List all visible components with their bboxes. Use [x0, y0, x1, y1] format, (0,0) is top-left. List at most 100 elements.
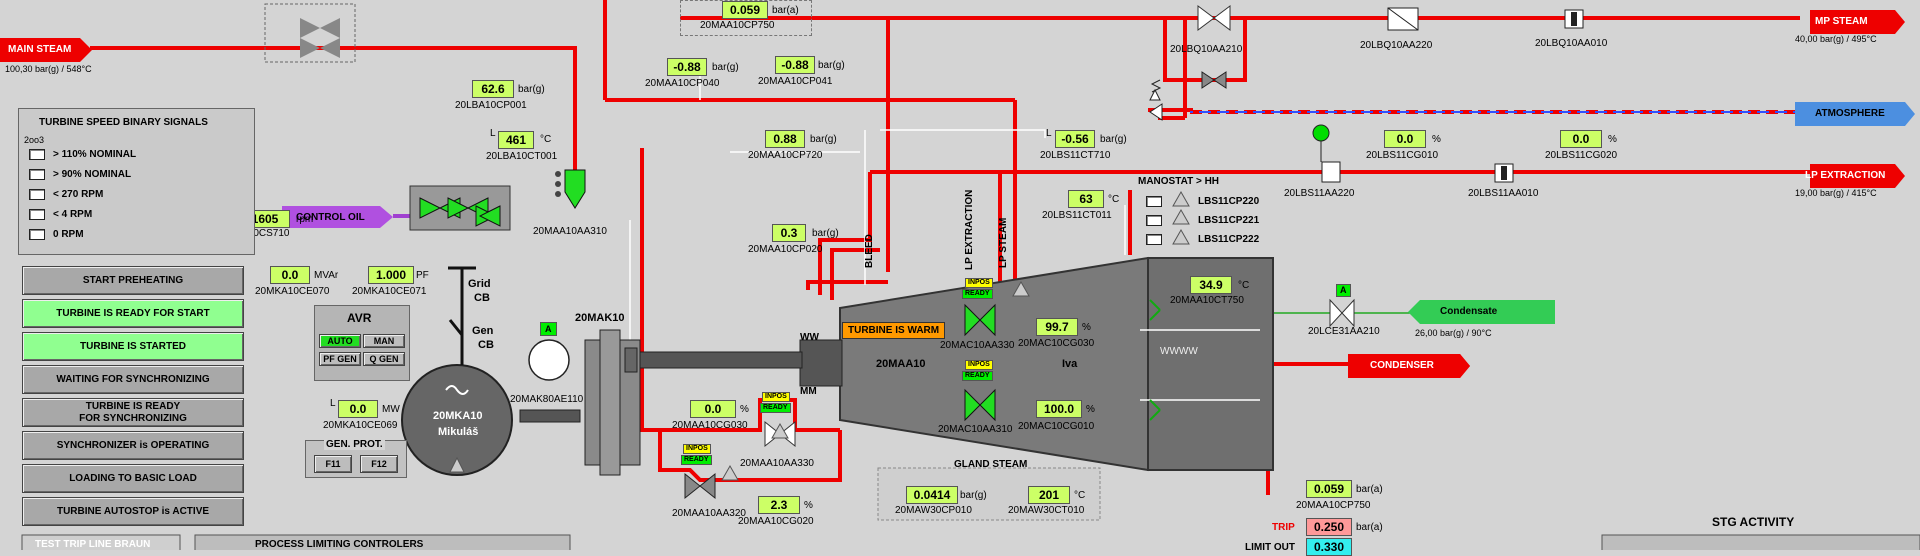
valve-20LBS11AA010[interactable]: 20LBS11AA010	[1468, 188, 1539, 199]
grid-cb-label: Grid	[468, 278, 491, 290]
stg-activity-title: STG ACTIVITY	[1712, 515, 1795, 529]
turbine-ready-synchronizing-button[interactable]: TURBINE IS READY FOR SYNCHRONIZING	[22, 398, 244, 427]
avr-pf-gen-button[interactable]: PF GEN	[319, 352, 361, 366]
lp-steam-vertical-label: LP STEAM	[998, 217, 1009, 268]
avr-q-gen-button[interactable]: Q GEN	[363, 352, 405, 366]
tag-20MAC10CG010: 20MAC10CG010	[1018, 421, 1095, 432]
inpos-badge: INPOS	[762, 392, 790, 402]
turbine-ready-for-start-button[interactable]: TURBINE IS READY FOR START	[22, 299, 244, 328]
value-20MAA10CP750-top: 0.059	[722, 1, 768, 19]
value-20LBS11CT011: 63	[1068, 190, 1104, 208]
value-20MAC10CG010: 100.0	[1036, 400, 1082, 418]
start-preheating-button[interactable]: START PREHEATING	[22, 266, 244, 295]
value-20MKA10CE070: 0.0	[270, 266, 310, 284]
speed-panel-title: TURBINE SPEED BINARY SIGNALS	[39, 117, 208, 128]
turbine-started-button[interactable]: TURBINE IS STARTED	[22, 332, 244, 361]
f12-button[interactable]: F12	[360, 455, 398, 473]
ready-badge: READY	[681, 455, 712, 465]
tag-20MAK80AE110: 20MAK80AE110	[510, 394, 584, 405]
gen-prot-title: GEN. PROT.	[324, 439, 385, 450]
tag-20MAA10CP020: 20MAA10CP020	[748, 244, 823, 255]
generator-tag: 20MKA10	[433, 410, 483, 422]
tag-20LBS11CT011: 20LBS11CT011	[1042, 210, 1112, 221]
f11-button[interactable]: F11	[314, 455, 352, 473]
value-20MAA10CP720: 0.88	[765, 130, 805, 148]
turbine-autostop-button[interactable]: TURBINE AUTOSTOP is ACTIVE	[22, 497, 244, 526]
speed-signal-indicator	[29, 189, 45, 200]
bleed-label: BLEED	[864, 234, 875, 268]
speed-binary-signals-panel: TURBINE SPEED BINARY SIGNALS 2oo3 > 110%…	[18, 108, 255, 255]
tag-20LBA10CT001: 20LBA10CT001	[486, 151, 558, 162]
generator-name: Mikuláš	[438, 426, 479, 438]
tag-20MAA10CP720: 20MAA10CP720	[748, 150, 823, 161]
tag-20MAA10CP750-top: 20MAA10CP750	[700, 20, 775, 31]
tag-20LBA10CP001: 20LBA10CP001	[455, 100, 527, 111]
condensate-label: Condensate	[1440, 306, 1498, 317]
manostat-indicator	[1146, 196, 1162, 207]
lp-extraction-conditions: 19,00 bar(g) / 415°C	[1795, 188, 1877, 198]
avr-man-button[interactable]: MAN	[363, 334, 405, 348]
speed-signal-indicator	[29, 169, 45, 180]
value-20MKA10CE069: 0.0	[338, 400, 378, 418]
ready-badge: READY	[962, 371, 993, 381]
inpos-badge: INPOS	[683, 444, 711, 454]
waiting-synchronizing-button[interactable]: WAITING FOR SYNCHRONIZING	[22, 365, 244, 394]
value-20MKA10CE071: 1.000	[368, 266, 414, 284]
value-20MAC10CG030: 99.7	[1036, 318, 1078, 336]
speed-signal-indicator	[29, 229, 45, 240]
tag-20MAW30CP010: 20MAW30CP010	[895, 505, 972, 516]
turbine-warm-indicator: TURBINE IS WARM	[842, 322, 946, 339]
gearbox-tag: 20MAK10	[575, 312, 625, 324]
tag-20MKA10CE069: 20MKA10CE069	[323, 420, 398, 431]
tag-20MAA10CG020: 20MAA10CG020	[738, 516, 814, 527]
test-trip-line-button[interactable]: TEST TRIP LINE BRAUN	[35, 539, 151, 550]
trip-label: TRIP	[1272, 522, 1295, 533]
gen-cb-label: Gen	[472, 325, 494, 337]
valve-20MAC10AA310[interactable]: 20MAC10AA310	[938, 424, 1013, 435]
value-20MAW30CT010: 201	[1028, 486, 1070, 504]
condensate-conditions: 26,00 bar(g) / 90°C	[1415, 328, 1492, 338]
valve-20LBQ10AA220[interactable]: 20LBQ10AA220	[1360, 40, 1433, 51]
value-20LBA10CP001: 62.6	[472, 80, 514, 98]
value-20LBS11CG020: 0.0	[1560, 130, 1602, 148]
lp-extraction-vertical-label: LP EXTRACTION	[964, 189, 975, 270]
tag-20LBS11CG020: 20LBS11CG020	[1545, 150, 1618, 161]
mp-steam-conditions: 40,00 bar(g) / 495°C	[1795, 34, 1877, 44]
value-20MAA10CG020: 2.3	[758, 496, 800, 514]
tag-20LBS11CT710: 20LBS11CT710	[1040, 150, 1111, 161]
avr-auto-button[interactable]: AUTO	[319, 334, 361, 348]
atmosphere-label: ATMOSPHERE	[1815, 108, 1885, 119]
tag-20MAC10CG030: 20MAC10CG030	[1018, 338, 1095, 349]
ready-badge: READY	[962, 289, 993, 299]
control-oil-label: CONTROL OIL	[296, 212, 365, 223]
main-steam-conditions: 100,30 bar(g) / 548°C	[5, 64, 92, 74]
valve-20LBQ10AA210[interactable]: 20LBQ10AA210	[1170, 44, 1243, 55]
valve-20LBS11AA220[interactable]: 20LBS11AA220	[1284, 188, 1355, 199]
loading-basic-load-button[interactable]: LOADING TO BASIC LOAD	[22, 464, 244, 493]
valve-20LCE31AA210[interactable]: 20LCE31AA210	[1308, 326, 1380, 337]
valve-20MAA10AA320[interactable]: 20MAA10AA320	[672, 508, 746, 519]
tag-20MAA10CP040: 20MAA10CP040	[645, 78, 720, 89]
valve-20MAA10AA310[interactable]: 20MAA10AA310	[533, 226, 607, 237]
value-20MAA10CP040: -0.88	[667, 58, 707, 76]
valve-20MAC10AA330[interactable]: 20MAC10AA330	[940, 340, 1015, 351]
speed-signal-indicator	[29, 149, 45, 160]
value-20MAA10CG030: 0.0	[690, 400, 736, 418]
trip-value: 0.250	[1306, 518, 1352, 536]
value-20MAW30CP010: 0.0414	[906, 486, 958, 504]
value-20MAA10CT750: 34.9	[1190, 276, 1232, 294]
avr-title: AVR	[347, 311, 372, 325]
valve-20MAA10AA330[interactable]: 20MAA10AA330	[740, 458, 814, 469]
gen-prot-panel: GEN. PROT. F11 F12	[305, 439, 407, 478]
speed-signal-indicator	[29, 209, 45, 220]
value-20LBS11CT710: -0.56	[1055, 130, 1095, 148]
lp-extraction-label: LP EXTRACTION	[1805, 170, 1886, 181]
tag-20MAA10CP750: 20MAA10CP750	[1296, 500, 1371, 511]
valve-20LBQ10AA010[interactable]: 20LBQ10AA010	[1535, 38, 1608, 49]
tag-20LBS11CG010: 20LBS11CG010	[1366, 150, 1439, 161]
process-limiting-controllers[interactable]: PROCESS LIMITING CONTROLERS	[255, 539, 424, 550]
tag-20MAA10CG030: 20MAA10CG030	[672, 420, 748, 431]
synchronizer-operating-button[interactable]: SYNCHRONIZER is OPERATING	[22, 431, 244, 460]
tag-20MKA10CE070: 20MKA10CE070	[255, 286, 330, 297]
limit-out-label: LIMIT OUT	[1245, 542, 1295, 553]
